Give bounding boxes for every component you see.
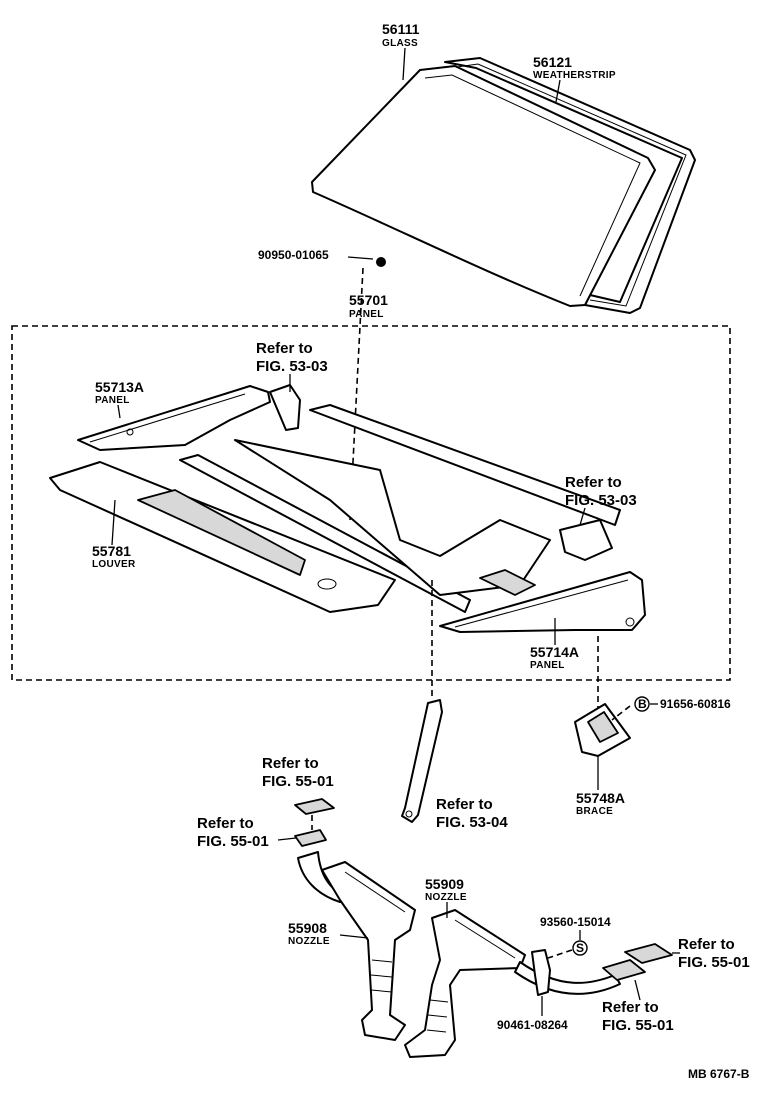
panel-left-name: PANEL	[95, 395, 130, 406]
ref-fig-55-01-b[interactable]: Refer to FIG. 55-01	[197, 815, 297, 850]
ref-53-04-line1: Refer to	[436, 796, 493, 813]
panel-left-part[interactable]	[77, 385, 271, 451]
cowl-center-part[interactable]	[179, 404, 621, 613]
weatherstrip-part[interactable]	[444, 57, 696, 314]
louver-part-number: 55781	[92, 543, 131, 559]
label-screw: 93560-15014	[540, 915, 611, 940]
ref-fig-53-04[interactable]: Refer to FIG. 53-04	[436, 796, 508, 831]
ref-53-03-left-line2: FIG. 53-03	[256, 358, 328, 375]
ref-fig-53-03-right[interactable]: Refer to FIG. 53-03	[565, 474, 637, 526]
clamp-part[interactable]	[531, 949, 551, 996]
link-rod-part[interactable]	[401, 699, 443, 823]
bolt-part-number: 91656-60816	[660, 697, 731, 711]
ref-55-01-a-line1: Refer to	[262, 755, 319, 772]
label-panel-main: 55701 PANEL	[349, 292, 388, 320]
grille-cap-lower-left[interactable]	[294, 829, 327, 847]
bracket-left[interactable]	[269, 384, 301, 431]
ref-55-01-d-line2: FIG. 55-01	[602, 1017, 674, 1034]
glass-part[interactable]	[311, 65, 656, 307]
weatherstrip-part-number: 56121	[533, 54, 572, 70]
weatherstrip-name: WEATHERSTRIP	[533, 70, 616, 81]
bracket-right[interactable]	[559, 519, 613, 561]
bolt-marker-letter: B	[638, 697, 647, 711]
panel-right-part-number: 55714A	[530, 644, 579, 660]
ref-55-01-b-line1: Refer to	[197, 815, 254, 832]
label-nozzle-right: 55909 NOZZLE	[425, 876, 467, 918]
panel-assembly-box	[11, 325, 731, 681]
glass-name: GLASS	[382, 38, 418, 49]
nozzle-right-part[interactable]	[404, 909, 526, 1058]
label-panel-right: 55714A PANEL	[530, 618, 579, 671]
brace-part-number: 55748A	[576, 790, 625, 806]
ref-55-01-a-line2: FIG. 55-01	[262, 773, 334, 790]
grille-cap-upper-right[interactable]	[624, 943, 673, 964]
screw-part-number: 93560-15014	[540, 915, 611, 929]
ref-fig-53-03-left[interactable]: Refer to FIG. 53-03	[256, 340, 328, 392]
ref-55-01-c-line2: FIG. 55-01	[678, 954, 750, 971]
clamp-part-number: 90461-08264	[497, 1018, 568, 1032]
nozzle-right-part-number: 55909	[425, 876, 464, 892]
ref-53-04-line2: FIG. 53-04	[436, 814, 508, 831]
ref-55-01-c-line1: Refer to	[678, 936, 735, 953]
screw-marker-letter: S	[576, 941, 584, 955]
grille-cap-upper-left[interactable]	[294, 798, 335, 815]
nozzle-left-part[interactable]	[321, 861, 416, 1041]
label-clamp: 90461-08264	[497, 996, 568, 1032]
brace-name: BRACE	[576, 806, 613, 817]
footer-code: MB 6767-B	[688, 1067, 750, 1081]
ref-55-01-b-line2: FIG. 55-01	[197, 833, 269, 850]
clip-part-number: 90950-01065	[258, 248, 329, 262]
label-glass: 56111 GLASS	[382, 21, 420, 81]
label-louver: 55781 LOUVER	[92, 499, 136, 570]
ref-fig-55-01-d[interactable]: Refer to FIG. 55-01	[602, 999, 674, 1034]
brace-part[interactable]	[574, 703, 631, 757]
screw-marker[interactable]: S	[572, 940, 588, 956]
panel-right-part[interactable]	[439, 571, 646, 633]
label-panel-left: 55713A PANEL	[95, 379, 144, 419]
nozzle-right-name: NOZZLE	[425, 892, 467, 903]
ref-55-01-d-line1: Refer to	[602, 999, 659, 1016]
ref-53-03-right-line2: FIG. 53-03	[565, 492, 637, 509]
ref-fig-55-01-c[interactable]: Refer to FIG. 55-01	[678, 936, 750, 971]
bolt-marker[interactable]: B	[634, 696, 650, 712]
ref-fig-55-01-a[interactable]: Refer to FIG. 55-01	[262, 755, 334, 790]
panel-main-name: PANEL	[349, 309, 384, 320]
ref-53-03-right-line1: Refer to	[565, 474, 622, 491]
label-nozzle-left: 55908 NOZZLE	[288, 920, 369, 947]
label-clip: 90950-01065	[258, 248, 374, 262]
nozzle-left-part-number: 55908	[288, 920, 327, 936]
louver-name: LOUVER	[92, 559, 136, 570]
louver-part[interactable]	[49, 461, 396, 613]
panel-main-part-number: 55701	[349, 292, 388, 308]
nozzle-left-name: NOZZLE	[288, 936, 330, 947]
panel-right-name: PANEL	[530, 660, 565, 671]
clip-part[interactable]	[376, 257, 386, 267]
glass-part-number: 56111	[382, 21, 420, 37]
label-brace: 55748A BRACE	[576, 756, 625, 817]
ref-53-03-left-line1: Refer to	[256, 340, 313, 357]
label-weatherstrip: 56121 WEATHERSTRIP	[533, 54, 616, 103]
grille-cap-lower-right[interactable]	[602, 959, 646, 981]
panel-left-part-number: 55713A	[95, 379, 144, 395]
